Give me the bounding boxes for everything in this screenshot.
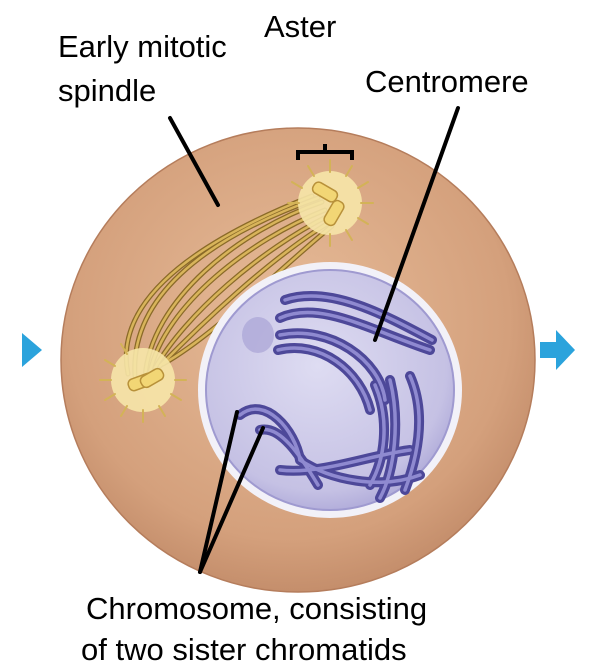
right-arrow-icon bbox=[540, 330, 575, 370]
left-arrow-icon bbox=[22, 333, 42, 367]
label-centromere: Centromere bbox=[365, 64, 529, 99]
label-chromosome-line1: Chromosome, consisting bbox=[86, 591, 427, 626]
label-spindle-line1: Early mitotic bbox=[58, 29, 227, 64]
label-chromosome-line2: of two sister chromatids bbox=[81, 632, 407, 667]
label-spindle-line2: spindle bbox=[58, 73, 156, 108]
label-aster: Aster bbox=[264, 9, 336, 44]
